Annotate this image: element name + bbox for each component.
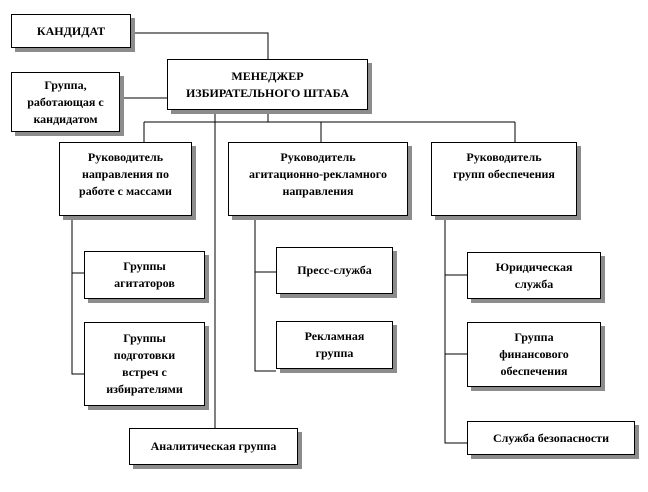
node-manager: МЕНЕДЖЕР ИЗБИРАТЕЛЬНОГО ШТАБА bbox=[167, 59, 368, 110]
node-press: Пресс-служба bbox=[276, 247, 393, 294]
connector-support-children bbox=[444, 216, 467, 444]
node-candidate-label: КАНДИДАТ bbox=[36, 23, 106, 38]
node-security-label: Служба безопасности bbox=[493, 430, 609, 445]
node-meetings: Группы подготовки встреч с избирателями bbox=[84, 322, 205, 406]
node-analytics: Аналитическая группа bbox=[129, 428, 298, 465]
node-head-agitation-label: Руководитель агитационно-рекламного напр… bbox=[249, 150, 387, 198]
node-finance: Группа финансового обеспечения bbox=[467, 322, 601, 387]
node-legal: Юридическая служба bbox=[467, 252, 601, 299]
node-head-masses-label: Руководитель направления по работе с мас… bbox=[79, 150, 172, 198]
node-head-support-label: Руководитель групп обеспечения bbox=[453, 150, 555, 181]
node-candidate-group-label: Группа, работающая с кандидатом bbox=[27, 77, 104, 126]
node-meetings-label: Группы подготовки встреч с избирателями bbox=[106, 331, 183, 396]
node-candidate-group: Группа, работающая с кандидатом bbox=[11, 72, 120, 132]
node-head-support: Руководитель групп обеспечения bbox=[431, 142, 577, 216]
node-agitators: Группы агитаторов bbox=[84, 251, 205, 299]
node-finance-label: Группа финансового обеспечения bbox=[499, 330, 569, 378]
node-manager-label: МЕНЕДЖЕР ИЗБИРАТЕЛЬНОГО ШТАБА bbox=[185, 68, 350, 100]
node-security: Служба безопасности bbox=[467, 421, 635, 455]
connector-candidate-manager bbox=[131, 32, 269, 59]
node-agitators-label: Группы агитаторов bbox=[114, 259, 175, 290]
node-advertising: Рекламная группа bbox=[276, 321, 393, 369]
node-legal-label: Юридическая служба bbox=[495, 259, 573, 291]
node-analytics-label: Аналитическая группа bbox=[150, 439, 277, 453]
node-press-label: Пресс-служба bbox=[297, 263, 372, 277]
node-head-masses: Руководитель направления по работе с мас… bbox=[59, 142, 192, 216]
node-advertising-label: Рекламная группа bbox=[304, 329, 365, 360]
node-head-agitation: Руководитель агитационно-рекламного напр… bbox=[228, 142, 408, 216]
connector-agitation-children bbox=[254, 216, 276, 372]
connector-masses-children bbox=[71, 216, 84, 375]
node-candidate: КАНДИДАТ bbox=[11, 14, 131, 48]
